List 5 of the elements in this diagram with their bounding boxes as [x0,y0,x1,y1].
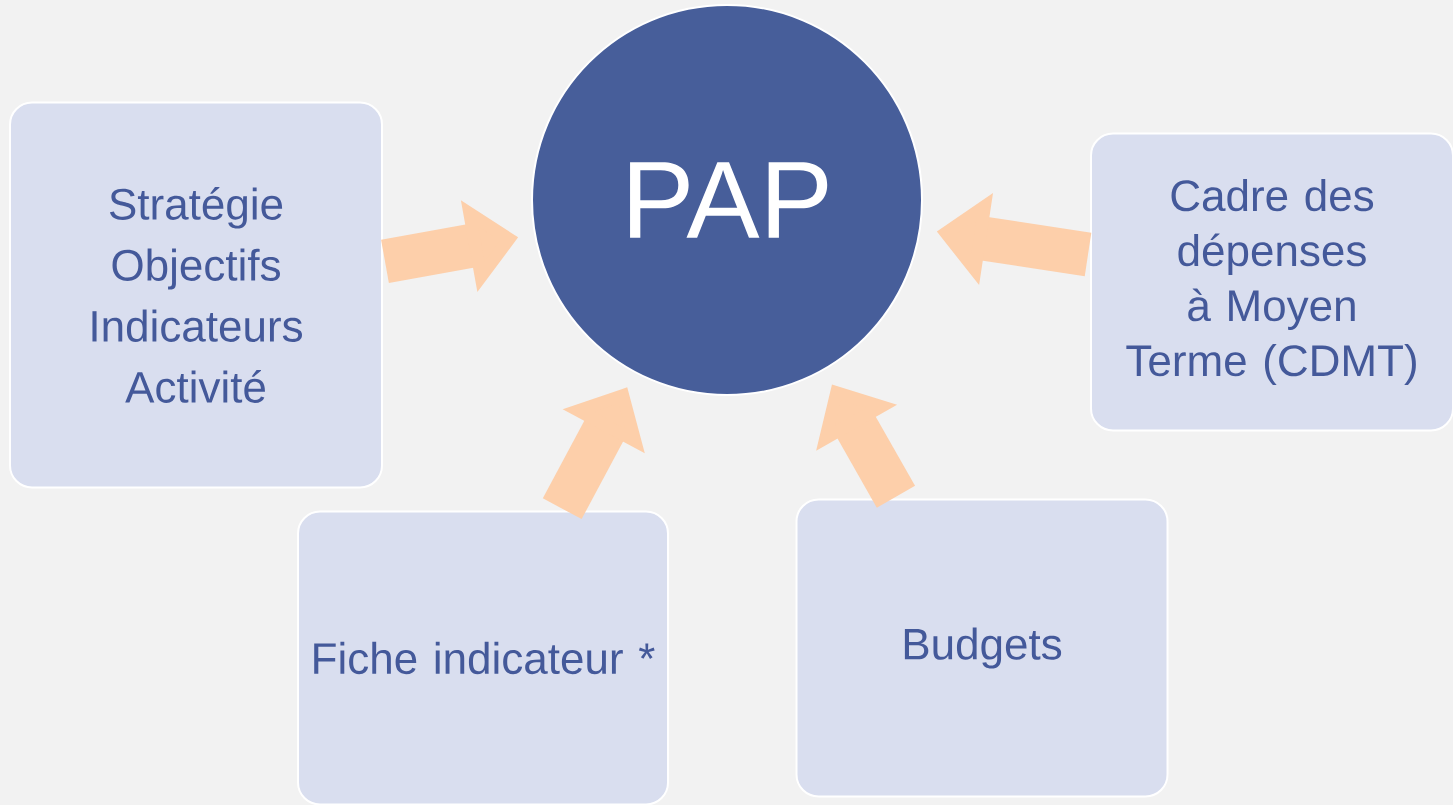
circle-node: PAP [531,4,923,396]
process-box: Budgets [795,498,1169,798]
process-box: Stratégie Objectifs Indicateurs Activité [9,101,383,489]
process-box: Cadre des dépenses à Moyen Terme (CDMT) [1090,132,1453,432]
process-box: Fiche indicateur * [297,510,669,805]
